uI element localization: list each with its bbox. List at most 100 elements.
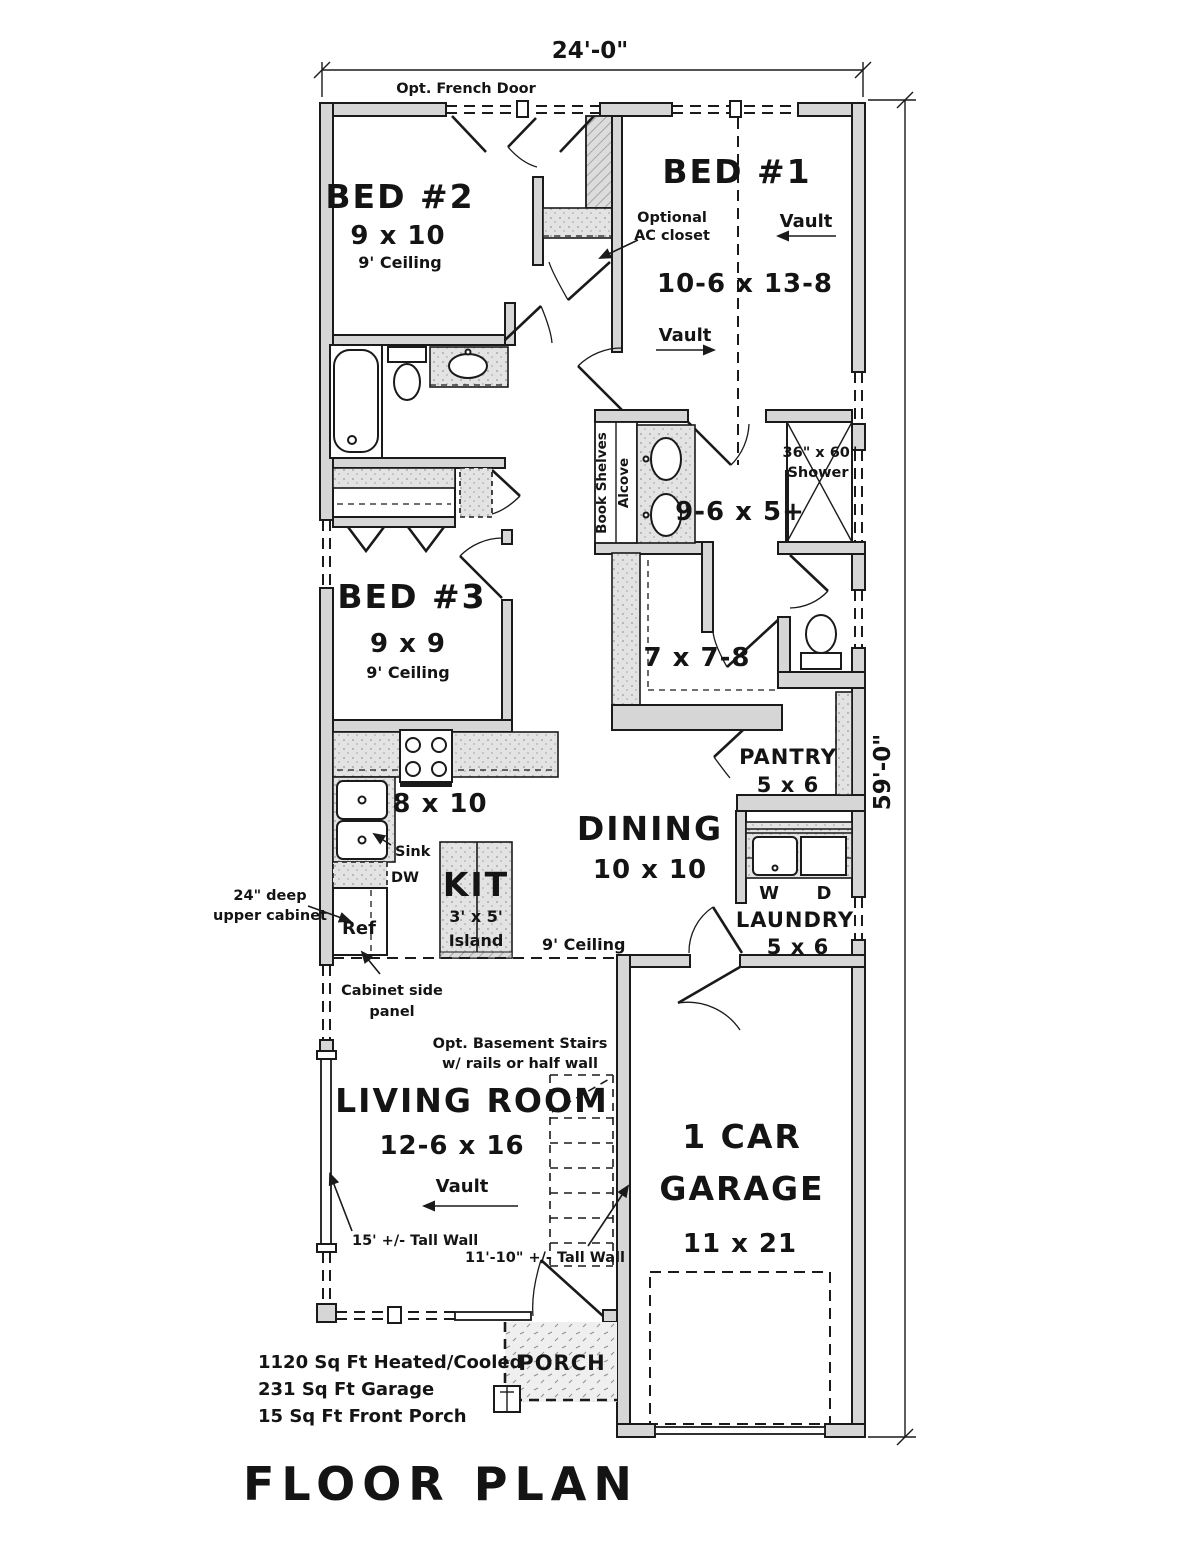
laundry-name: LAUNDRY — [736, 908, 854, 932]
vault-label-living: Vault — [436, 1176, 489, 1197]
hall-bath-door — [504, 305, 553, 344]
tall-wall-stairs-leader — [587, 1184, 630, 1247]
garage-name-line1: 1 CAR — [682, 1117, 802, 1156]
stove — [399, 729, 453, 787]
french-door-label: Opt. French Door — [396, 81, 536, 97]
book-shelves-label: Book Shelves — [594, 432, 610, 534]
pantry-size: 5 x 6 — [757, 773, 819, 797]
bed2-ceiling: 9' Ceiling — [358, 253, 442, 272]
closet-bifold-right — [406, 526, 446, 554]
ref-label: Ref — [342, 918, 376, 939]
cabinet-panel-leader — [360, 950, 381, 975]
upper-cabinet-leader — [307, 905, 352, 923]
footer-line1: 1120 Sq Ft Heated/Cooled — [258, 1352, 523, 1373]
tall-wall-window — [316, 1050, 337, 1253]
porch — [493, 1322, 617, 1413]
garage-car-space — [649, 1271, 831, 1425]
shower-name-label: Shower — [787, 465, 849, 481]
bed3-size: 9 x 9 — [370, 629, 446, 659]
footer-line2: 231 Sq Ft Garage — [258, 1379, 434, 1400]
garage-door — [654, 1426, 826, 1435]
master-bath-size: 9-6 x 5+ — [675, 497, 805, 527]
tall-wall-living-leader — [328, 1172, 353, 1232]
island-label: Island — [449, 931, 504, 950]
page-title: FLOOR PLAN — [243, 1457, 639, 1511]
shower — [785, 421, 853, 543]
hall-bath — [329, 344, 509, 459]
garage-entry-door — [677, 965, 741, 1031]
bed2-door — [507, 117, 538, 168]
wic-door — [712, 619, 779, 668]
kitchen-ceiling-label: 9' Ceiling — [542, 935, 626, 954]
french-door-leaf-left — [451, 115, 487, 153]
dimension-depth-label: 59'-0" — [870, 734, 896, 811]
toilet-master — [800, 614, 842, 670]
annotation-arrows — [307, 230, 836, 1247]
dw-label: DW — [391, 870, 419, 886]
alcove-label: Alcove — [616, 458, 632, 508]
porch-name: PORCH — [518, 1351, 605, 1375]
ac-closet-label-line1: Optional — [637, 210, 707, 226]
shower-size-label: 36" x 60" — [783, 445, 858, 461]
pantry-door — [713, 729, 744, 779]
footer-line3: 15 Sq Ft Front Porch — [258, 1406, 467, 1427]
bed1-size: 10-6 x 13-8 — [657, 269, 833, 299]
washer-label: W — [759, 883, 779, 904]
closet2-door — [491, 469, 521, 515]
washer — [752, 836, 798, 876]
ac-closet-label-line2: AC closet — [634, 228, 710, 244]
garage-name-line2: GARAGE — [659, 1169, 824, 1208]
upper-cabinet-label-line2: upper cabinet — [213, 908, 327, 924]
toilet-hall-bath — [387, 346, 427, 401]
living-name: LIVING ROOM — [335, 1081, 609, 1120]
dimension-right: 59'-0" — [868, 91, 916, 1446]
kitchen-sink — [332, 776, 396, 863]
bed1-name: BED #1 — [662, 152, 811, 191]
hall-bath-vanity — [429, 346, 509, 388]
basement-stairs — [549, 1074, 614, 1267]
ac-chase — [585, 115, 614, 209]
closet-bifold-left — [346, 526, 386, 554]
front-door — [532, 1259, 604, 1317]
garage-size: 11 x 21 — [683, 1229, 797, 1259]
tall-wall-stairs-label: 11'-10" +/- Tall Wall — [465, 1250, 625, 1266]
living-size: 12-6 x 16 — [379, 1131, 524, 1161]
sink-leader — [372, 832, 392, 846]
kit-label: KIT — [443, 865, 509, 904]
bed2-size: 9 x 10 — [350, 221, 445, 251]
laundry-door — [688, 906, 744, 954]
pantry-shelves — [835, 691, 853, 796]
master-bath-door — [687, 421, 750, 466]
kitchen — [332, 729, 617, 959]
stairs-label-line1: Opt. Basement Stairs — [433, 1036, 608, 1052]
cabinet-panel-label-line2: panel — [369, 1004, 414, 1020]
pantry-name: PANTRY — [739, 745, 837, 769]
master-vanity — [636, 424, 696, 544]
vault-label-hall: Vault — [659, 325, 712, 346]
dining-name: DINING — [577, 809, 723, 848]
dining-size: 10 x 10 — [593, 855, 707, 885]
bed3-closets — [332, 467, 493, 528]
interior-walls — [332, 115, 866, 904]
bed3-name: BED #3 — [337, 577, 486, 616]
kitchen-island — [439, 841, 513, 959]
stairs-label-line2: w/ rails or half wall — [442, 1056, 598, 1072]
upper-cabinet-label-line1: 24" deep — [233, 888, 306, 904]
laundry-area — [745, 821, 853, 879]
dimension-top: 24'-0" — [313, 38, 872, 97]
bed1-door — [577, 347, 623, 411]
island-size-label: 3' x 5' — [449, 907, 503, 926]
dishwasher — [332, 861, 388, 889]
bed3-door — [459, 537, 503, 599]
tall-wall-living-label: 15' +/- Tall Wall — [352, 1233, 478, 1249]
master-bath — [594, 421, 853, 670]
bed2-name: BED #2 — [325, 177, 474, 216]
laundry-size: 5 x 6 — [767, 935, 829, 959]
sink-label: Sink — [395, 844, 431, 860]
ac-closet-door — [548, 261, 611, 301]
toilet-room-door — [789, 554, 829, 609]
cabinet-panel-label-line1: Cabinet side — [341, 983, 443, 999]
bed3-ceiling: 9' Ceiling — [366, 663, 450, 682]
